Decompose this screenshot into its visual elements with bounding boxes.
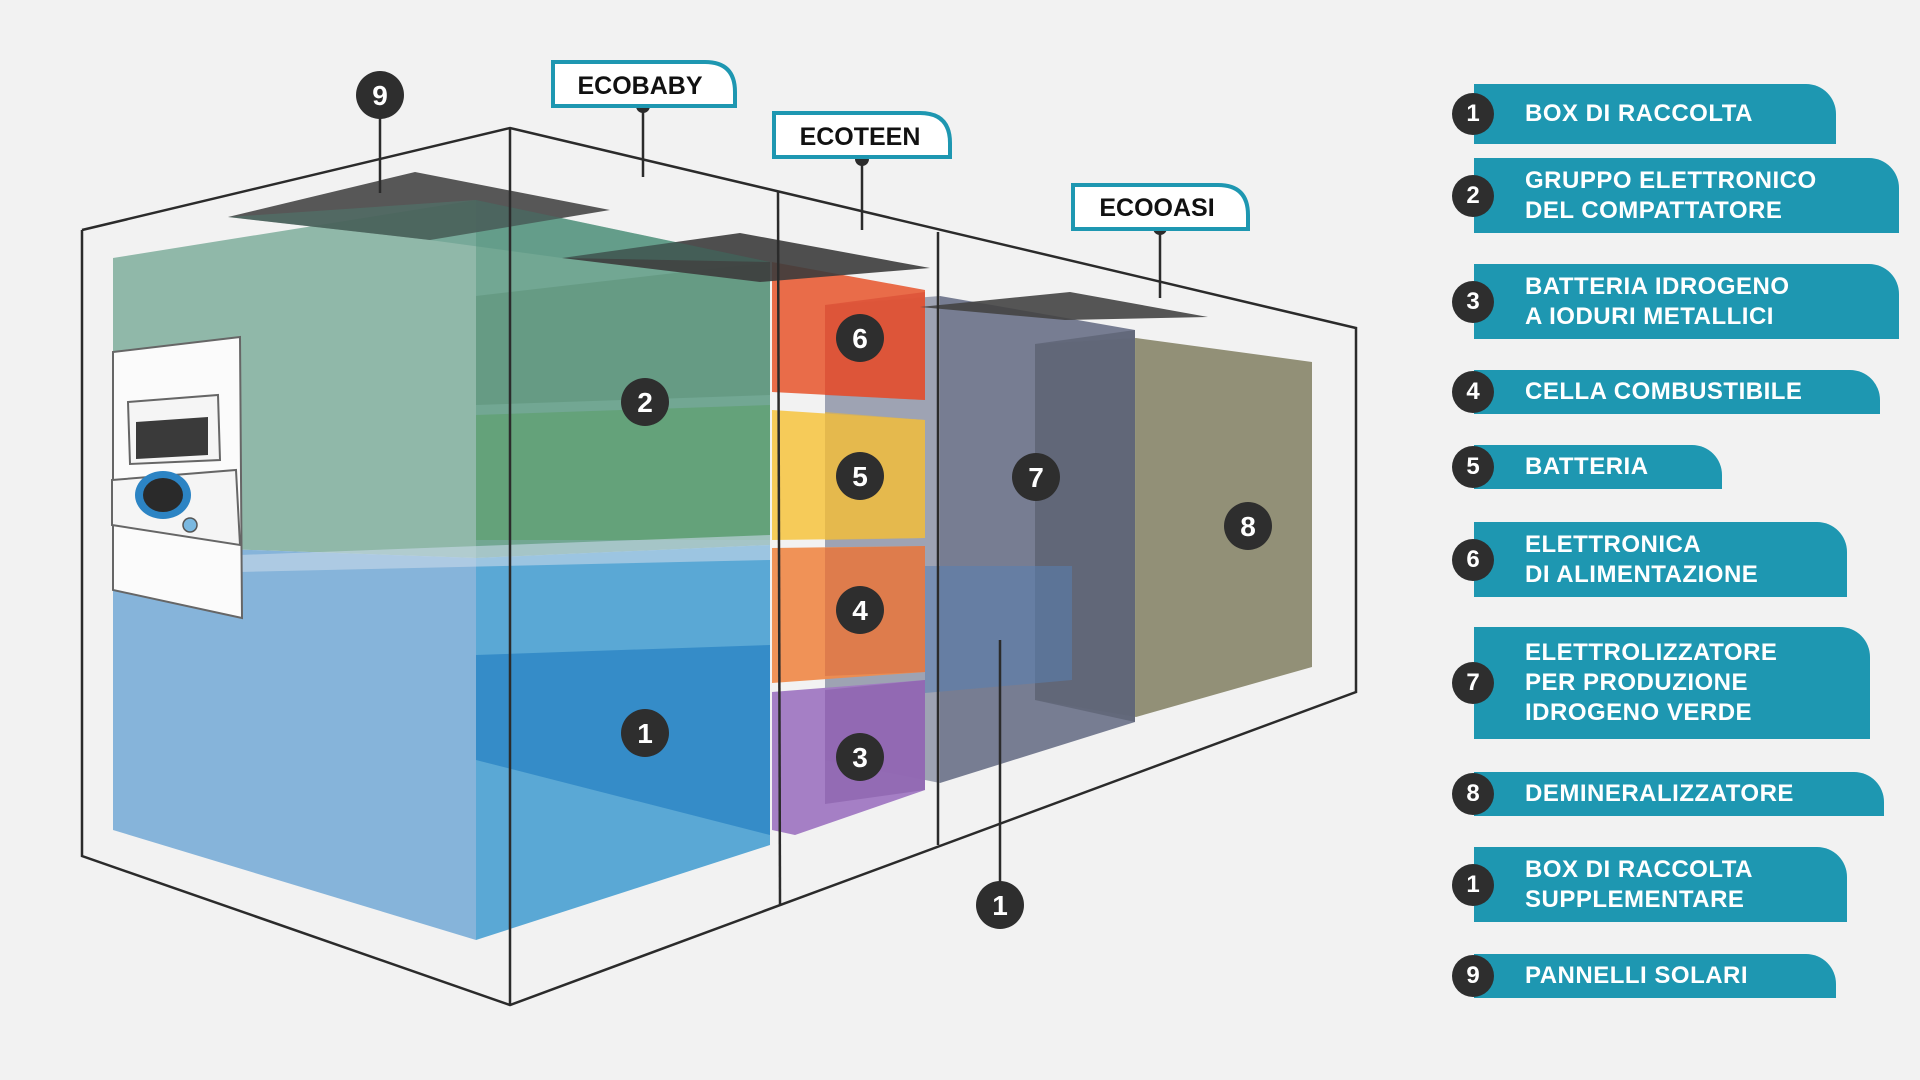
svg-text:ECOOASI: ECOOASI bbox=[1099, 194, 1214, 222]
legend-number-badge: 2 bbox=[1452, 174, 1494, 217]
badge-collection-box: 1 bbox=[621, 709, 669, 757]
badge-fuel-cell: 4 bbox=[836, 586, 884, 634]
legend-label: DEMINERALIZZATORE bbox=[1525, 780, 1794, 807]
container-outline bbox=[80, 126, 1358, 1007]
compactor-machine bbox=[111, 335, 244, 620]
badge-demineralizer: 8 bbox=[1224, 502, 1272, 550]
svg-text:5: 5 bbox=[852, 461, 868, 492]
legend-label: CELLA COMBUSTIBILE bbox=[1525, 378, 1803, 405]
badge-electrolyzer: 7 bbox=[1012, 453, 1060, 501]
legend: 1 BOX DI RACCOLTA 2 GRUPPO ELETTRONICO D… bbox=[1440, 0, 1920, 1080]
legend-number-badge: 4 bbox=[1452, 371, 1494, 413]
badge-power-electronics: 6 bbox=[836, 314, 884, 362]
badge-hydrogen-battery: 3 bbox=[836, 733, 884, 781]
legend-item: 8 DEMINERALIZZATORE bbox=[1440, 772, 1884, 816]
tag-ecobaby: ECOBABY bbox=[551, 60, 737, 108]
svg-text:4: 4 bbox=[852, 595, 868, 626]
legend-item: 4 CELLA COMBUSTIBILE bbox=[1440, 370, 1880, 414]
legend-label: GRUPPO ELETTRONICO DEL COMPATTATORE bbox=[1525, 166, 1817, 224]
legend-label: BATTERIA bbox=[1525, 453, 1649, 480]
legend-item: 2 GRUPPO ELETTRONICO DEL COMPATTATORE bbox=[1440, 158, 1899, 233]
legend-item: 6 ELETTRONICA DI ALIMENTAZIONE bbox=[1440, 522, 1847, 597]
legend-item: 1 BOX DI RACCOLTA bbox=[1440, 84, 1836, 144]
legend-item: 3 BATTERIA IDROGENO A IODURI METALLICI bbox=[1440, 264, 1899, 339]
svg-text:9: 9 bbox=[372, 80, 388, 111]
svg-text:ECOBABY: ECOBABY bbox=[577, 72, 702, 100]
legend-number-badge: 1 bbox=[1452, 93, 1494, 135]
legend-label: BOX DI RACCOLTA bbox=[1525, 100, 1753, 127]
legend-number-badge: 7 bbox=[1452, 662, 1494, 704]
legend-label: ELETTROLIZZATORE PER PRODUZIONE IDROGENO… bbox=[1525, 639, 1778, 726]
supplementary-box-blue bbox=[925, 566, 1072, 693]
solar-panels bbox=[228, 172, 1208, 320]
badge-supplementary-box: 1 bbox=[976, 881, 1024, 929]
badge-electronic-group: 2 bbox=[621, 378, 669, 426]
legend-item: 9 PANNELLI SOLARI bbox=[1440, 954, 1836, 998]
legend-item: 7 ELETTROLIZZATORE PER PRODUZIONE IDROGE… bbox=[1440, 627, 1870, 739]
legend-label: BOX DI RACCOLTA SUPPLEMENTARE bbox=[1525, 855, 1753, 913]
badge-battery: 5 bbox=[836, 452, 884, 500]
svg-text:2: 2 bbox=[637, 387, 653, 418]
svg-text:6: 6 bbox=[852, 323, 868, 354]
legend-number-badge: 9 bbox=[1452, 955, 1494, 997]
tag-ecoteen: ECOTEEN bbox=[772, 111, 952, 159]
svg-text:3: 3 bbox=[852, 742, 868, 773]
tag-ecooasi: ECOOASI bbox=[1071, 183, 1250, 231]
legend-label: PANNELLI SOLARI bbox=[1525, 962, 1749, 989]
svg-text:7: 7 bbox=[1028, 462, 1044, 493]
legend-number-badge: 8 bbox=[1452, 773, 1494, 815]
legend-number-badge: 6 bbox=[1452, 538, 1494, 581]
legend-number-badge: 1 bbox=[1452, 863, 1494, 906]
svg-text:1: 1 bbox=[637, 718, 653, 749]
svg-text:ECOTEEN: ECOTEEN bbox=[800, 123, 921, 151]
legend-label: ELETTRONICA DI ALIMENTAZIONE bbox=[1525, 530, 1759, 588]
svg-text:8: 8 bbox=[1240, 511, 1256, 542]
legend-number-badge: 5 bbox=[1452, 446, 1494, 488]
legend-number-badge: 3 bbox=[1452, 280, 1494, 323]
legend-item: 5 BATTERIA bbox=[1440, 445, 1722, 489]
legend-item: 1 BOX DI RACCOLTA SUPPLEMENTARE bbox=[1440, 847, 1847, 922]
badge-solar: 9 bbox=[356, 71, 404, 119]
svg-text:1: 1 bbox=[992, 890, 1008, 921]
legend-label: BATTERIA IDROGENO A IODURI METALLICI bbox=[1525, 272, 1790, 330]
